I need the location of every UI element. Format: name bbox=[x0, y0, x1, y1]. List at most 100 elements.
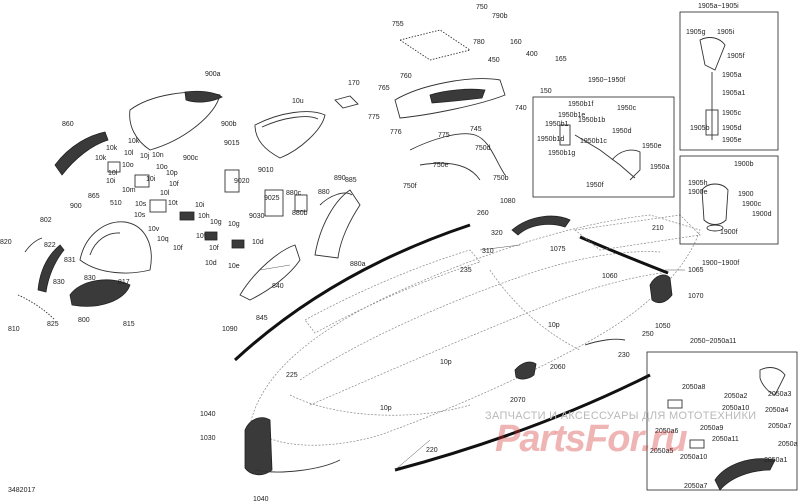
handlebar-pad bbox=[54, 131, 109, 176]
callout: 1050 bbox=[655, 323, 671, 330]
callout: 310 bbox=[482, 248, 494, 255]
callout: 2050a11 bbox=[712, 436, 739, 443]
hull-outline bbox=[249, 214, 701, 446]
callout: 10p bbox=[166, 170, 178, 177]
callout: 10h bbox=[198, 213, 210, 220]
watermark-brand: PartsFor.ru bbox=[495, 418, 688, 460]
callout: 1905e bbox=[722, 137, 742, 144]
callout: 1075 bbox=[550, 246, 566, 253]
callout: 10f bbox=[196, 233, 206, 240]
rear-deck-ghost bbox=[574, 214, 701, 251]
callout: 260 bbox=[477, 210, 489, 217]
callout: 10f bbox=[209, 245, 219, 252]
callout: 2050a10 bbox=[722, 405, 749, 412]
callout: 885 bbox=[345, 177, 357, 184]
callout: 790b bbox=[492, 13, 508, 20]
callout: 1950e bbox=[642, 143, 662, 150]
front-lower-cowl bbox=[69, 279, 131, 307]
callout: 10t bbox=[168, 200, 178, 207]
callout: 10l bbox=[124, 150, 134, 157]
callout: 2060 bbox=[550, 364, 566, 371]
callout: 1950a bbox=[650, 164, 670, 171]
callout: 320 bbox=[491, 230, 503, 237]
callout: 1905h bbox=[688, 180, 708, 187]
callout: 1950b1f bbox=[568, 101, 593, 108]
callout: 510 bbox=[110, 200, 122, 207]
mat-170 bbox=[334, 95, 359, 109]
callout: 1040 bbox=[253, 496, 269, 503]
callout: 230 bbox=[618, 352, 630, 359]
callout: 10v bbox=[148, 226, 160, 233]
callout: 10o bbox=[122, 162, 134, 169]
callout: 880a bbox=[350, 261, 366, 268]
seat-mat-755 bbox=[398, 29, 472, 61]
callout: 1905g bbox=[686, 29, 706, 36]
hinge-brackets bbox=[107, 161, 308, 249]
callout: 10n bbox=[152, 152, 164, 159]
callout: 450 bbox=[488, 57, 500, 64]
front-side-trim-left bbox=[37, 244, 65, 293]
callout: 900c bbox=[183, 155, 199, 162]
steering-cover bbox=[129, 90, 223, 151]
rear-strip-2060 bbox=[584, 338, 626, 346]
front-nose-cone bbox=[79, 221, 152, 274]
detail-box-1900 bbox=[679, 155, 779, 245]
callout: 822 bbox=[44, 242, 56, 249]
callout: 815 bbox=[123, 321, 135, 328]
callout: 830 bbox=[84, 275, 96, 282]
side-panel-ghost bbox=[304, 249, 481, 334]
callout: 10s bbox=[134, 212, 146, 219]
callout: 10i bbox=[146, 176, 156, 183]
callout: 235 bbox=[460, 267, 472, 274]
callout: 1080 bbox=[500, 198, 516, 205]
callout: 776 bbox=[390, 129, 402, 136]
callout: 1090 bbox=[222, 326, 238, 333]
callout: 760 bbox=[400, 73, 412, 80]
callout: 10s bbox=[135, 201, 147, 208]
document-id: 3482017 bbox=[8, 487, 36, 494]
callout: 845 bbox=[256, 315, 268, 322]
callout: 1900e bbox=[688, 189, 708, 196]
callout: 1905a bbox=[722, 72, 742, 79]
callout: 1905c bbox=[722, 110, 742, 117]
callout: 825 bbox=[47, 321, 59, 328]
callout: 817 bbox=[118, 279, 130, 286]
callout: 10f bbox=[173, 245, 183, 252]
throttle-lever-1905 bbox=[699, 37, 726, 140]
callout: 225 bbox=[286, 372, 298, 379]
callout: 1070 bbox=[688, 293, 704, 300]
callout: 400 bbox=[526, 51, 538, 58]
callout: 10k bbox=[106, 145, 118, 152]
callout: 765 bbox=[378, 85, 390, 92]
callout: 865 bbox=[88, 193, 100, 200]
callout: 10q bbox=[157, 236, 169, 243]
detail-box-1905 bbox=[679, 11, 779, 151]
side-panel-880 bbox=[319, 192, 353, 206]
callout: 750 bbox=[476, 4, 488, 11]
cable-750e bbox=[419, 162, 481, 181]
callout: 10l bbox=[108, 170, 118, 177]
callout: 880 bbox=[318, 189, 330, 196]
callout: 775 bbox=[368, 114, 380, 121]
callout: 750d bbox=[475, 145, 491, 152]
handle-assembly-1950 bbox=[559, 124, 641, 181]
callout: 2050a2 bbox=[724, 393, 747, 400]
callout: 2050a6 bbox=[655, 428, 678, 435]
callout: 2070 bbox=[510, 397, 526, 404]
callout: 10d bbox=[205, 260, 217, 267]
rub-rail-rear bbox=[579, 235, 669, 275]
cable-loop-745 bbox=[409, 133, 506, 176]
callout: 9025 bbox=[264, 195, 280, 202]
callout: 900 bbox=[70, 203, 82, 210]
callout: 1950d bbox=[612, 128, 632, 135]
callout: 1040 bbox=[200, 411, 216, 418]
callout: 9015 bbox=[224, 140, 240, 147]
callout: 1905f bbox=[727, 53, 745, 60]
watermark-tagline: ЗАПЧАСТИ И АКСЕССУАРЫ ДЛЯ МОТОТЕХНИКИ bbox=[485, 410, 757, 422]
callout: 10u bbox=[292, 98, 304, 105]
box-title: 1900~1900f bbox=[702, 260, 739, 267]
callout: 831 bbox=[64, 257, 76, 264]
callout: 220 bbox=[426, 447, 438, 454]
callout: 1950c bbox=[617, 105, 637, 112]
